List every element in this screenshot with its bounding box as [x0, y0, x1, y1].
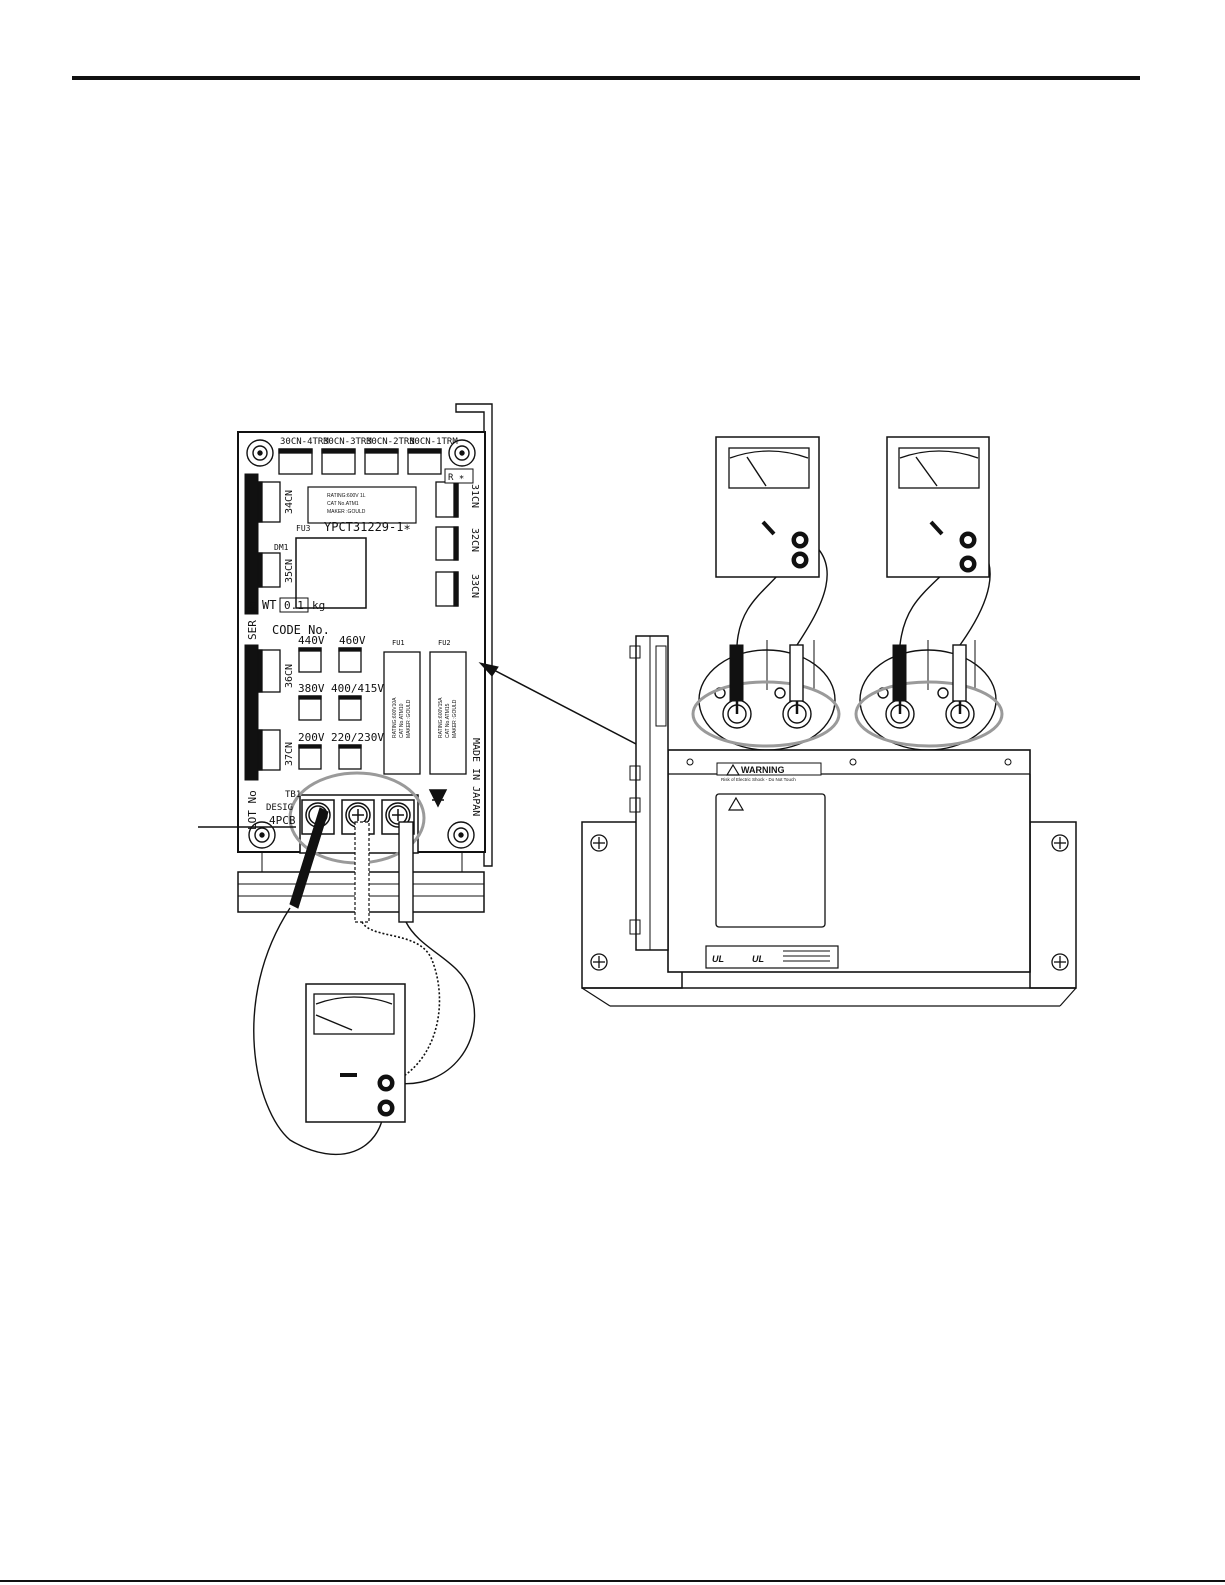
- white-lead-wire: [395, 921, 476, 1085]
- connector-label-37cn: 37CN: [284, 742, 295, 766]
- cap1-black-probe: [729, 644, 744, 702]
- code-no-label: CODE No.: [272, 623, 330, 637]
- multimeter-icon: [305, 983, 406, 1123]
- dotted-probe: [354, 821, 370, 923]
- multimeter-icon: [715, 436, 820, 578]
- voltage-460v: 460V: [339, 634, 366, 647]
- voltage-jumpers: [298, 647, 362, 770]
- left-strip-top: [244, 473, 259, 615]
- fuse-fu3: [307, 486, 417, 524]
- desig-label: DESIG: [266, 803, 293, 813]
- white-probe: [398, 821, 414, 923]
- screw-icon: [590, 834, 1069, 971]
- warning-triangle-icon: [725, 763, 745, 811]
- cap1-highlight-ellipse: [691, 680, 841, 748]
- connector-label-33cn: 33CN: [469, 574, 480, 598]
- top-connectors: [278, 448, 442, 475]
- fuse-top-cat: CAT No.ATM1: [327, 501, 359, 507]
- connector-label-30cn-1trm: 30CN-1TRM: [409, 437, 458, 447]
- voltage-220-230v: 220/230V: [331, 731, 384, 744]
- fuse-top-maker: MAKER :GOULD: [327, 509, 366, 515]
- voltage-200v: 200V: [298, 731, 325, 744]
- fu1-cat: CAT No.ATM10: [399, 703, 405, 738]
- warning-label-box: [716, 762, 822, 776]
- cap2-highlight-ellipse: [854, 680, 1004, 748]
- yaskawa-logo: [428, 789, 448, 808]
- footer-rule: [0, 1580, 1225, 1582]
- left-strip-bottom: [244, 644, 259, 781]
- ser-no-label: SER No: [246, 600, 259, 640]
- dm1-block: [295, 537, 367, 609]
- wt-label: WT: [262, 598, 276, 612]
- voltage-440v: 440V: [298, 634, 325, 647]
- board-test-leads: [253, 807, 476, 1156]
- multimeter-icon: [886, 436, 990, 578]
- part-number: YPCT31229-1∗: [324, 520, 411, 534]
- fu3-label: FU3: [296, 524, 311, 533]
- side-plate: [635, 635, 669, 951]
- black-lead-wire: [253, 907, 385, 1156]
- fu1-rating: RATING:600V10A: [392, 697, 398, 738]
- connector-label-30cn-2trn: 30CN-2TRN: [366, 437, 415, 447]
- fu2-rating: RATING:600V15A: [438, 697, 444, 738]
- cap2-black-probe: [892, 644, 907, 702]
- board-labels: 30CN-4TRM 30CN-3TRM 30CN-2TRN 30CN-1TRM …: [246, 437, 481, 830]
- pointer-arrow: [489, 667, 637, 745]
- tb1-label: TB1: [285, 790, 301, 800]
- warning-title: WARNING: [741, 765, 785, 775]
- left-connectors: [257, 481, 281, 771]
- fu1-label: FU1: [392, 639, 405, 647]
- connector-label-30cn-4trm: 30CN-4TRM: [280, 437, 329, 447]
- cap1-white-probe: [789, 644, 804, 702]
- fuse-fu2: [429, 651, 467, 775]
- connector-label-32cn: 32CN: [469, 528, 480, 552]
- voltage-380v: 380V: [298, 682, 325, 695]
- cap2-white-probe: [952, 644, 967, 702]
- fuse-fu1: [383, 651, 421, 775]
- ul-mark-1: UL: [712, 954, 724, 964]
- voltage-400-415v: 400/415V: [331, 682, 384, 695]
- ul-label-panel: [705, 945, 839, 969]
- connector-label-35cn: 35CN: [284, 559, 295, 583]
- capacitor-assembly: [478, 534, 1077, 1007]
- caution-label-panel: [715, 793, 826, 928]
- wt-value: 0.1: [284, 599, 304, 612]
- header-rule: [72, 76, 1140, 80]
- connector-label-31cn: 31CN: [469, 484, 480, 508]
- connector-label-30cn-3trm: 30CN-3TRM: [323, 437, 372, 447]
- fu2-maker: MAKER :GOULD: [452, 699, 458, 738]
- fu1-maker: MAKER :GOULD: [406, 699, 412, 738]
- right-connectors: [435, 481, 459, 607]
- screw-icon: [246, 439, 476, 849]
- wt-unit: kg: [312, 599, 325, 612]
- desig-value: 4PCB: [269, 814, 296, 827]
- lot-no-label: LOT No: [246, 790, 259, 830]
- fu2-label: FU2: [438, 639, 451, 647]
- fu2-cat: CAT No.ATM15: [445, 703, 451, 738]
- board-bracket: [455, 403, 493, 867]
- made-in-japan: MADE IN JAPAN: [470, 738, 481, 816]
- dm1-label: DM1: [274, 543, 289, 552]
- ul-mark-2: UL: [752, 954, 764, 964]
- corner-mark: R ∗: [448, 473, 464, 483]
- black-probe: [289, 807, 329, 909]
- fuse-top-rating: RATING:600V 1L: [327, 493, 366, 499]
- connector-label-36cn: 36CN: [284, 664, 295, 688]
- warning-subtitle: Risk of Electric Shock - Do Not Touch: [721, 777, 796, 782]
- connector-label-34cn: 34CN: [284, 490, 295, 514]
